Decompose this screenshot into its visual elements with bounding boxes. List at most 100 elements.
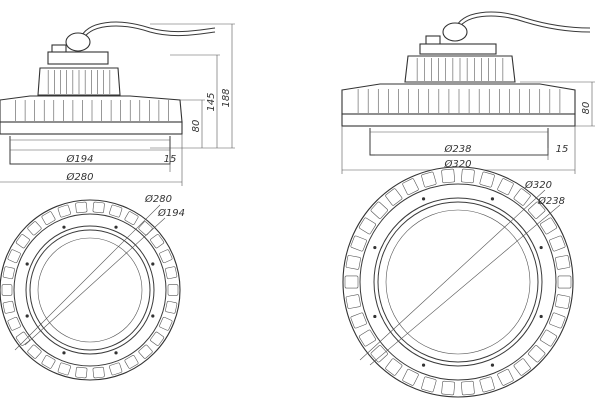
ring-slot [421,376,437,393]
ring-slot [150,331,165,346]
ring-slot [2,266,15,280]
mount-hole [25,262,29,266]
ring-slot [15,234,30,249]
large-lamp-cable [454,11,591,31]
large-lamp-lens-circle [385,209,531,355]
small-lamp-lens-diameter: Ø194 [66,153,94,165]
ring-slot [7,249,21,264]
ring-slot [528,345,546,363]
ring-slot [109,362,123,376]
small-lamp-heatsink [0,95,183,123]
ring-slot [165,266,178,280]
ring-slot [513,358,531,376]
ring-slot [57,204,71,218]
small-lamp-plan-view: Ø280 Ø194 [0,193,185,381]
small-lamp-height-145: 145 [206,92,217,111]
ring-slot [124,355,139,369]
ring-slot [159,249,173,264]
ring-slot [7,316,21,331]
large-lamp-height-80: 80 [581,102,592,115]
ring-slot [27,221,42,236]
ring-slot [460,380,475,396]
mount-hole [62,351,66,355]
mount-hole [25,314,29,318]
ring-slot [358,217,376,235]
ring-slot [27,344,42,359]
ring-slot [167,284,179,296]
ring-slot [57,362,71,376]
large-lamp-heatsink [341,83,576,115]
ring-slot [109,204,123,218]
ring-slot [460,168,475,184]
mount-hole [490,363,495,367]
mount-hole [539,245,543,250]
large-lamp-plan-view: Ø320 Ø238 [342,166,574,398]
ring-slot [555,294,571,309]
ring-slot [497,178,514,195]
mount-hole [539,314,543,319]
ring-slot [350,312,367,329]
ring-slot [549,235,566,252]
mount-hole [373,245,377,250]
small-lamp-plan-outer-dia: Ø280 [144,193,172,205]
ring-slot [2,300,15,314]
ring-slot [370,201,388,219]
large-lamp-lens-diameter: Ø238 [444,143,472,155]
ring-slot [350,235,367,252]
mount-hole [373,314,377,319]
ring-slot [513,188,531,206]
small-lamp-outer-ring [0,199,181,381]
mount-hole [114,225,118,229]
ring-slot [92,201,105,214]
ring-slot [92,366,105,379]
ring-slot [41,355,56,369]
mount-hole [151,314,155,318]
ring-slot [402,369,419,386]
ring-slot [402,178,419,195]
mount-hole [421,197,426,201]
ring-slot [557,275,572,289]
ring-slot [165,300,178,314]
ring-slot [75,366,88,379]
ring-slot [555,255,571,270]
ring-slot [1,284,13,296]
ring-slot [441,168,456,184]
mount-hole [490,197,495,201]
ring-slot [540,217,558,235]
ring-slot [345,294,361,309]
ring-slot [344,275,359,289]
small-lamp-hook [65,32,91,52]
ring-slot [345,255,361,270]
small-lamp-lens-circle [37,237,143,343]
ring-slot [41,211,56,225]
ring-slot [421,171,437,188]
large-lamp-hook [442,22,468,42]
ring-slot [528,201,546,219]
ring-slot [159,316,173,331]
small-lamp-height-80: 80 [191,120,202,133]
small-lamp-height-188: 188 [221,88,232,107]
mount-hole [62,225,66,229]
ring-slot [124,211,139,225]
mount-hole [114,351,118,355]
large-lamp-plan-lens-dia: Ø238 [537,195,565,207]
large-lamp-plan-outer-dia: Ø320 [524,179,552,191]
ring-slot [385,358,403,376]
mount-hole [421,363,426,367]
ring-slot [441,380,456,396]
ring-slot [138,344,153,359]
large-lamp-offset-15: 15 [556,144,569,155]
small-lamp-side-view: 188 145 80 Ø194 15 Ø280 [0,21,235,186]
small-lamp-plan-lens-dia: Ø194 [157,207,185,219]
mount-hole [151,262,155,266]
ring-slot [479,376,495,393]
ring-slot [479,171,495,188]
ring-slot [150,234,165,249]
ring-slot [385,188,403,206]
small-lamp-offset-15: 15 [164,154,177,165]
small-lamp-outer-diameter: Ø280 [66,171,94,183]
large-lamp-side-view: 80 Ø238 15 Ø320 [341,11,595,174]
ring-slot [370,345,388,363]
ring-slot [540,329,558,347]
